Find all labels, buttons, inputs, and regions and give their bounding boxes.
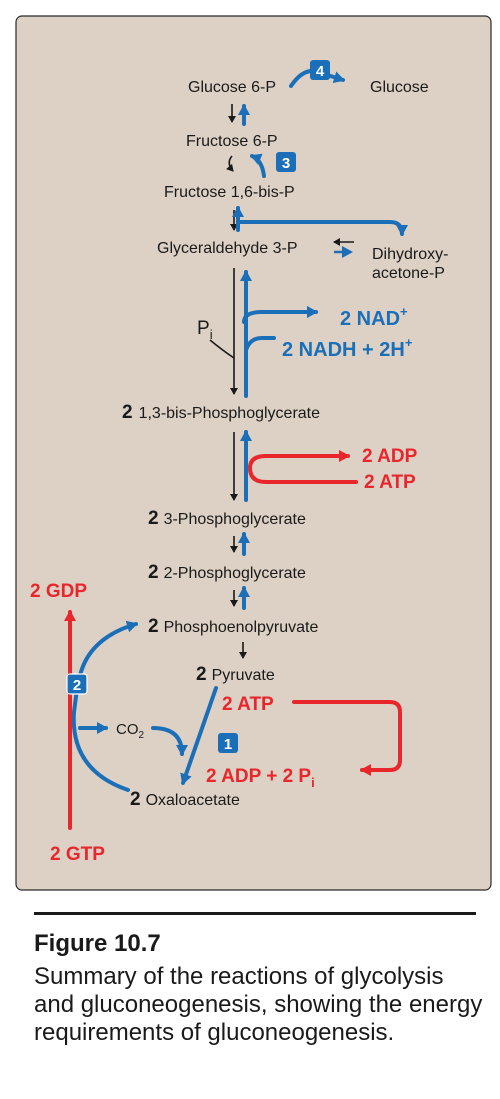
label-inorganic-phosphate: Pi [197, 318, 213, 342]
label-nad: 2 NAD+ [340, 304, 408, 330]
label-co2: CO2 [116, 721, 145, 741]
label-gdp: 2 GDP [30, 581, 87, 602]
figure-title: Figure 10.7 [34, 930, 161, 957]
label-nadh: 2 NADH + 2H+ [282, 335, 413, 361]
label-adp-pgk: 2 ADP [362, 446, 418, 467]
label-dhap-line2: acetone-P [372, 265, 445, 282]
caption-divider [34, 912, 476, 915]
label-glucose-6-phosphate: Glucose 6-P [188, 79, 276, 96]
gluconeogenesis-arrows [71, 69, 408, 792]
label-adp-pi-pyruvate-carboxylase: 2 ADP + 2 Pi [206, 766, 315, 790]
badge-pyruvate-carboxylase: 1 [218, 733, 238, 753]
label-gtp: 2 GTP [50, 844, 105, 865]
triose-isomerase-arrows [333, 238, 354, 258]
label-atp-pgk: 2 ATP [364, 472, 416, 493]
svg-text:4: 4 [316, 63, 325, 80]
svg-text:1: 1 [224, 736, 232, 753]
badge-pepck: 2 [66, 673, 88, 695]
diagram-panel [15, 15, 492, 891]
badge-glucose-6-phosphatase: 4 [310, 60, 330, 80]
label-glucose: Glucose [370, 79, 429, 96]
label-glyceraldehyde-3-phosphate: Glyceraldehyde 3-P [157, 240, 298, 257]
svg-text:3: 3 [282, 155, 290, 172]
pathway-diagram: 1 2 3 4 Glucose 6-P Glucose Fructose 6-P… [15, 15, 492, 891]
figure-caption: Summary of the reactions of glycolysis a… [34, 963, 483, 1046]
svg-text:2: 2 [73, 677, 81, 694]
energy-arrows [64, 450, 402, 830]
label-fructose-bisphosphate: Fructose 1,6-bis-P [164, 184, 295, 201]
label-fructose-6-phosphate: Fructose 6-P [186, 133, 278, 150]
label-dhap-line1: Dihydroxy- [372, 246, 448, 263]
badge-fructose-bisphosphatase: 3 [276, 152, 296, 172]
label-atp-pyruvate-carboxylase: 2 ATP [222, 694, 274, 715]
